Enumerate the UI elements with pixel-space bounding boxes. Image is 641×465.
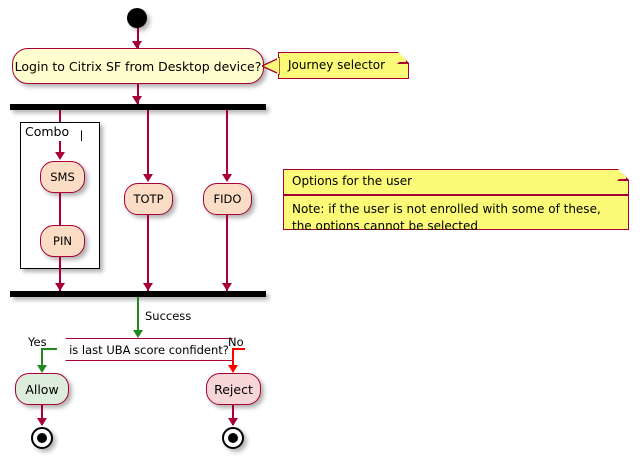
arrowhead-decision-yes bbox=[37, 365, 47, 373]
activity-login[interactable]: Login to Citrix SF from Desktop device? bbox=[12, 48, 264, 84]
edge-pin-to-join bbox=[59, 257, 61, 291]
activity-sms-label: SMS bbox=[50, 170, 75, 184]
edge-label-yes: Yes bbox=[28, 335, 47, 349]
edge-sms-to-pin bbox=[59, 193, 61, 225]
activity-reject[interactable]: Reject bbox=[206, 373, 261, 405]
note-options: Options for the user Note: if the user i… bbox=[283, 169, 629, 230]
edge-join-to-decision bbox=[137, 297, 139, 333]
edge-totp-to-join bbox=[147, 215, 149, 291]
arrowhead-decision-no bbox=[228, 365, 238, 373]
arrowhead-allow-to-end bbox=[37, 418, 47, 426]
activity-fido-label: FIDO bbox=[213, 192, 242, 206]
activity-reject-label: Reject bbox=[214, 381, 253, 397]
note-options-title: Options for the user bbox=[284, 170, 628, 196]
note-options-body: Note: if the user is not enrolled with s… bbox=[292, 202, 601, 233]
note-fold-icon bbox=[397, 53, 408, 64]
join-bar bbox=[10, 291, 266, 297]
end-node-allow bbox=[31, 427, 53, 449]
edge-label-no: No bbox=[228, 335, 244, 349]
activity-allow[interactable]: Allow bbox=[15, 373, 69, 405]
note-options-fold-icon bbox=[617, 170, 628, 181]
activity-pin[interactable]: PIN bbox=[40, 225, 85, 257]
end-node-reject bbox=[222, 427, 244, 449]
arrowhead-fork-to-sms bbox=[55, 152, 65, 160]
partition-combo-label: Combo bbox=[25, 124, 70, 139]
edge-decision-no-horizontal bbox=[232, 348, 245, 350]
activity-totp[interactable]: TOTP bbox=[124, 183, 173, 215]
note-journey-selector-text: Journey selector bbox=[288, 58, 386, 72]
arrowhead-fork-to-totp bbox=[143, 174, 153, 182]
arrowhead-login-to-fork bbox=[132, 96, 142, 104]
arrowhead-pin-to-join bbox=[55, 283, 65, 291]
note-journey-selector: Journey selector bbox=[278, 52, 409, 79]
edge-fork-to-totp bbox=[147, 110, 149, 180]
start-node bbox=[127, 8, 147, 28]
edge-decision-no-vertical bbox=[232, 348, 234, 368]
edge-label-success: Success bbox=[145, 309, 192, 323]
decision-uba-score-label: is last UBA score confident? bbox=[69, 342, 229, 357]
edge-fido-to-join bbox=[226, 215, 228, 291]
arrowhead-reject-to-end bbox=[228, 418, 238, 426]
edge-fork-to-fido bbox=[226, 110, 228, 180]
activity-sms[interactable]: SMS bbox=[40, 161, 85, 193]
arrowhead-start-to-login bbox=[132, 41, 142, 49]
partition-combo-title: Combo bbox=[20, 122, 82, 141]
edge-login-to-fork bbox=[136, 84, 139, 104]
decision-uba-score[interactable]: is last UBA score confident? bbox=[55, 338, 243, 361]
edge-allow-to-end bbox=[41, 405, 43, 425]
activity-allow-label: Allow bbox=[25, 381, 59, 397]
edge-decision-yes-horizontal bbox=[42, 348, 57, 350]
arrowhead-fork-to-fido bbox=[222, 174, 232, 182]
activity-pin-label: PIN bbox=[53, 234, 72, 248]
activity-login-label: Login to Citrix SF from Desktop device? bbox=[14, 58, 262, 74]
fork-bar bbox=[10, 104, 266, 110]
edge-reject-to-end bbox=[232, 405, 234, 425]
edge-decision-yes-vertical bbox=[41, 348, 43, 368]
activity-fido[interactable]: FIDO bbox=[203, 183, 252, 215]
activity-totp-label: TOTP bbox=[133, 192, 164, 206]
arrowhead-join-to-decision bbox=[133, 330, 143, 338]
note-pointer-icon bbox=[262, 57, 280, 75]
edge-start-to-login bbox=[136, 28, 139, 49]
arrowhead-totp-to-join bbox=[143, 283, 153, 291]
arrowhead-fido-to-join bbox=[222, 283, 232, 291]
